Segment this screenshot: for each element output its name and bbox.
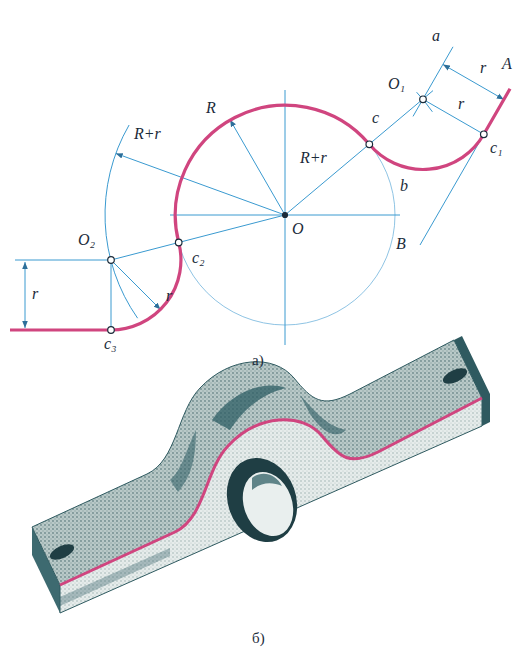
point-label: c₁ [490, 140, 503, 156]
point-label: b [400, 178, 408, 194]
dimension-label: r [480, 60, 486, 76]
line-label: a [432, 28, 440, 44]
part-illustration [32, 336, 490, 613]
construction-lines [15, 47, 504, 345]
point-label: c [372, 110, 379, 126]
point-label: A [502, 56, 512, 72]
dimension-label: R+r [300, 150, 327, 166]
contour-line [10, 89, 510, 330]
figure-caption: б) [252, 630, 265, 646]
points [108, 96, 487, 333]
point-label: O₁ [388, 76, 405, 92]
dimension-label: r [32, 286, 38, 302]
point-label: O₂ [78, 232, 95, 248]
point-label: O [292, 221, 304, 237]
figure-caption: а) [252, 352, 264, 368]
dimension-label: r [458, 96, 464, 112]
point-label: c₂ [192, 250, 205, 266]
dimension-label: R [206, 100, 216, 116]
dimension-label: r [166, 288, 172, 304]
point-label: c₃ [104, 336, 117, 352]
line-label: B [396, 236, 406, 252]
dimension-label: R+r [134, 126, 161, 142]
